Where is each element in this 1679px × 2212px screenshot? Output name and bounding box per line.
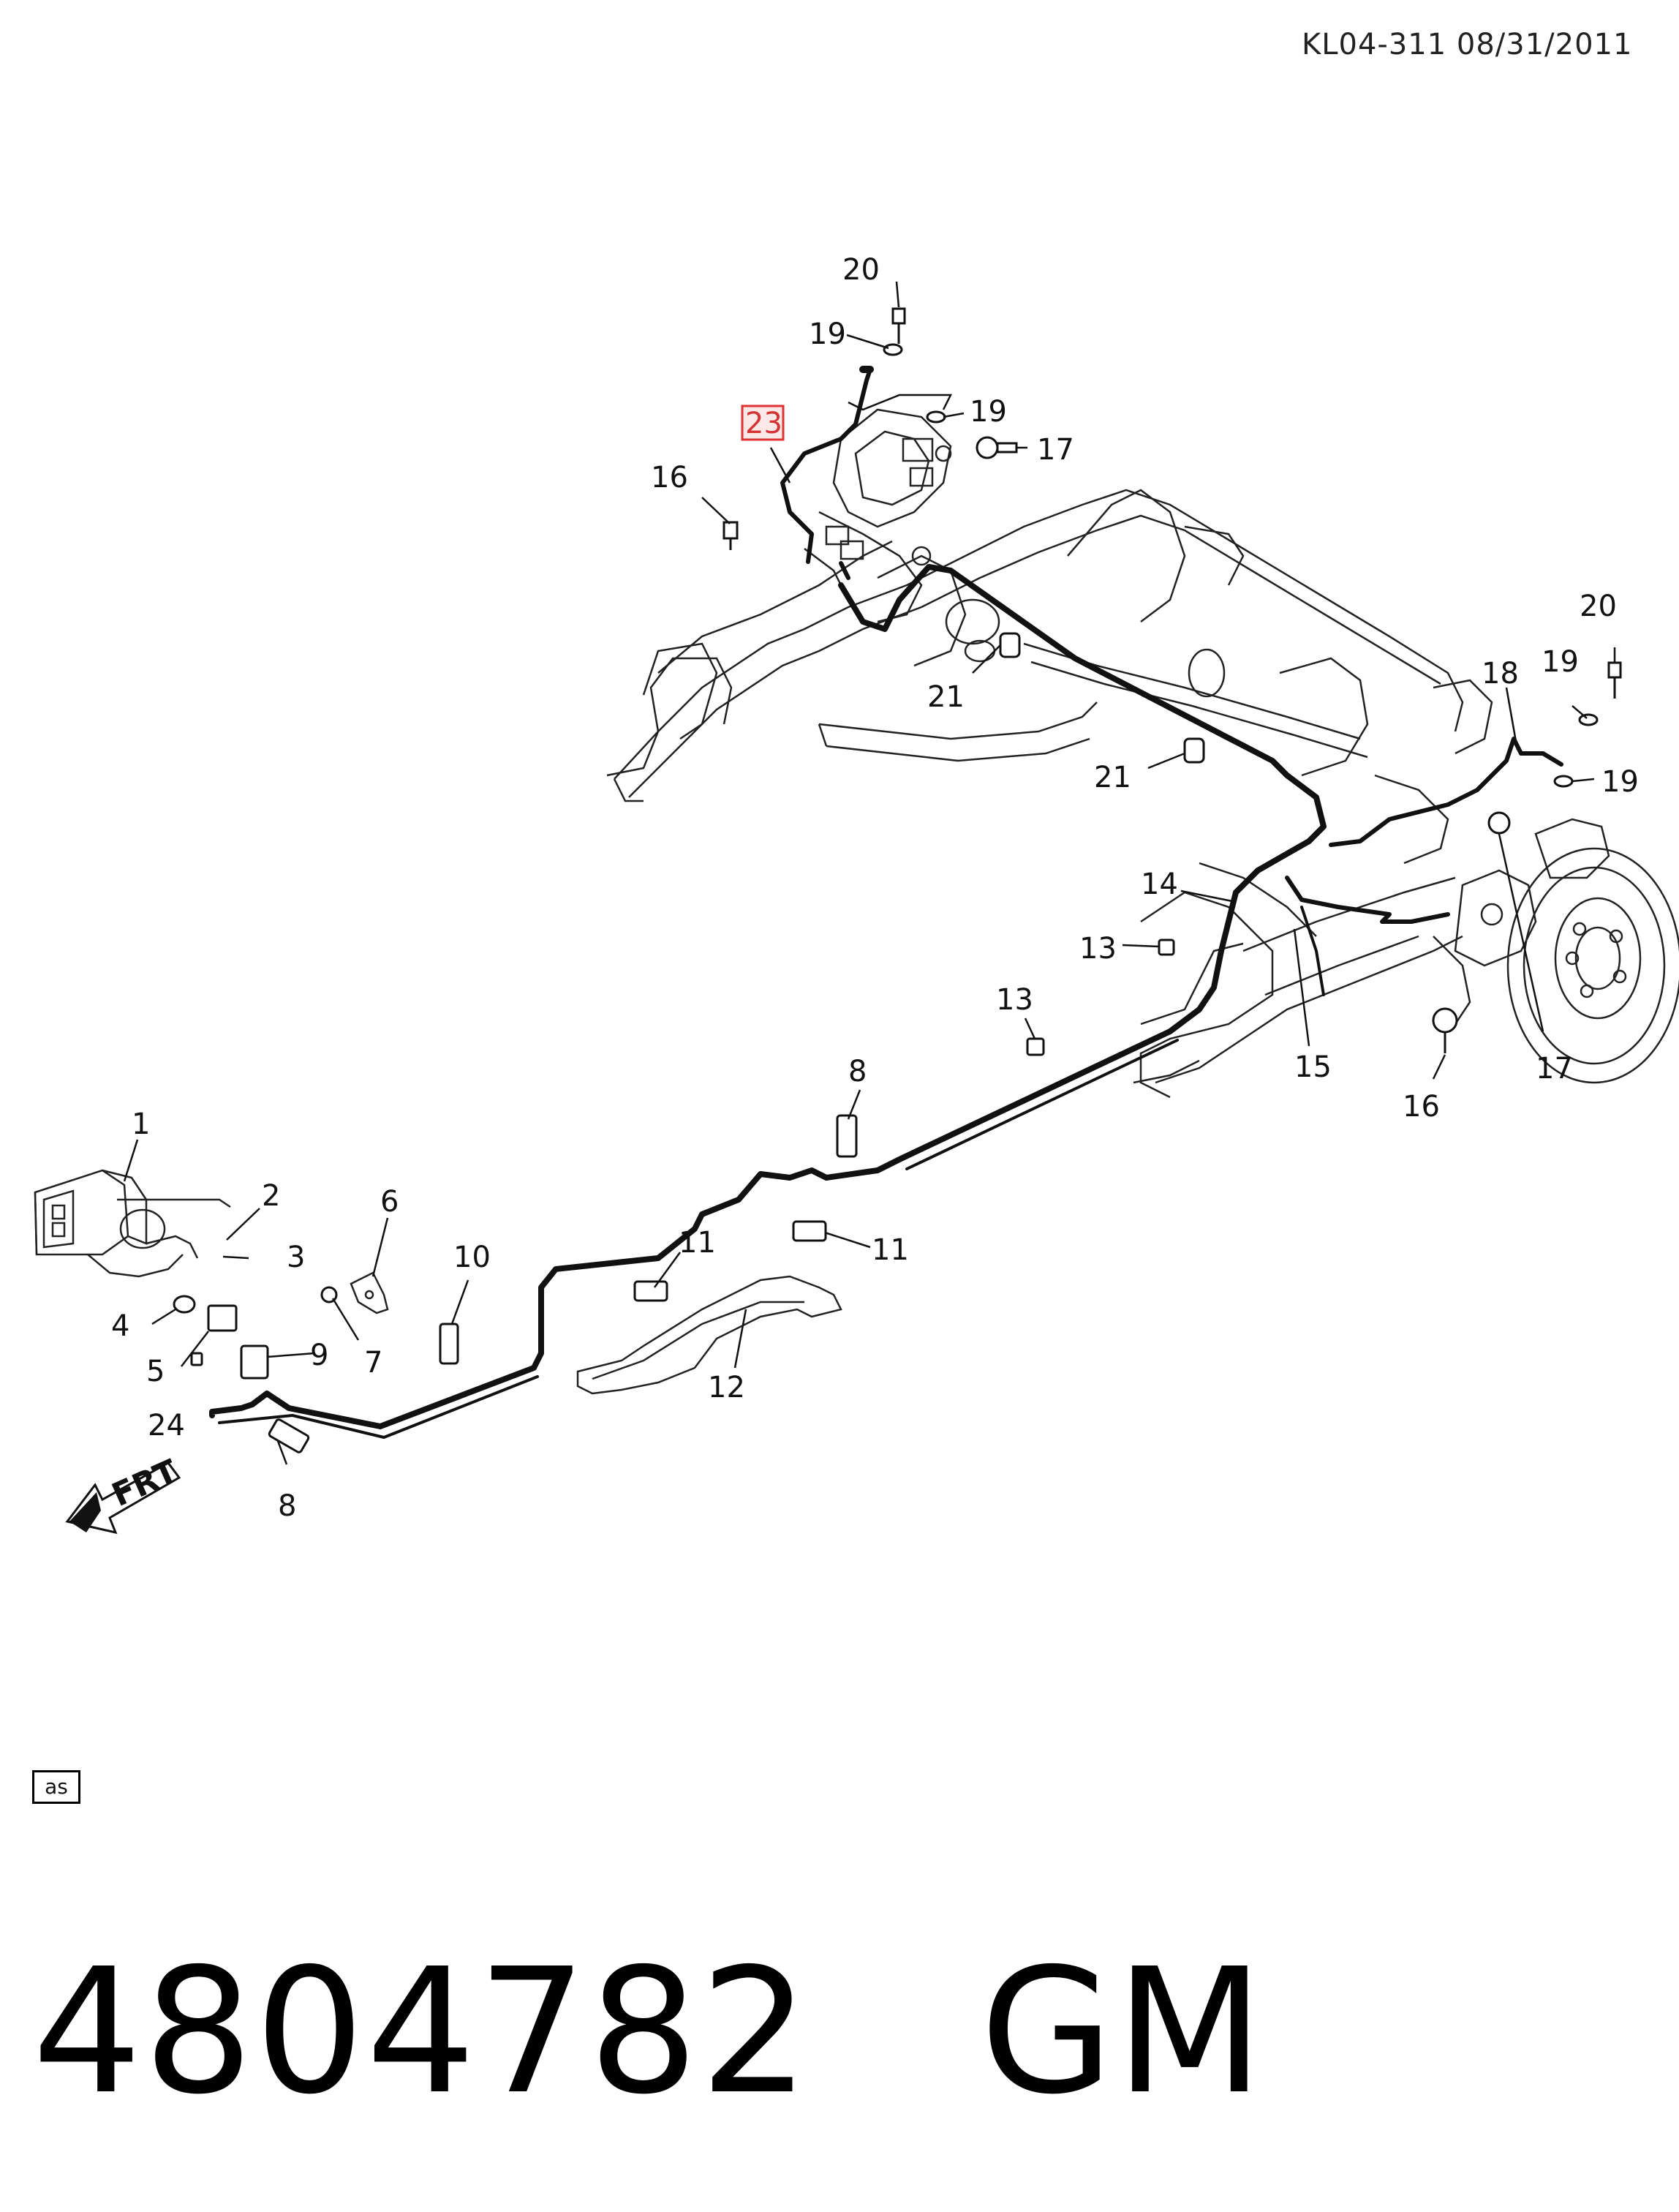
callout-19-right-upper: 19 (1542, 645, 1579, 679)
fitting-24 (190, 1352, 203, 1366)
callout-1: 1 (132, 1107, 150, 1141)
heat-shield-12 (576, 1275, 842, 1395)
callout-9: 9 (310, 1339, 328, 1372)
clip-11-right (792, 1220, 827, 1242)
part-number: 4804782 (32, 1931, 812, 2132)
callout-10: 10 (453, 1241, 491, 1274)
abs-module (34, 1169, 231, 1278)
bolt-17-left (976, 436, 1018, 459)
callout-24: 24 (148, 1409, 185, 1442)
callout-3: 3 (287, 1241, 305, 1274)
callout-13-upper: 13 (1079, 932, 1117, 966)
clip-8-upper (836, 1114, 858, 1158)
callout-18: 18 (1482, 657, 1519, 691)
as-marker-box: as (32, 1770, 80, 1804)
bolt-17-right (1487, 811, 1511, 835)
callout-21-upper: 21 (927, 680, 965, 714)
callout-7: 7 (364, 1346, 382, 1380)
leader-lines (123, 281, 1616, 1465)
callout-17-right: 17 (1536, 1052, 1573, 1086)
clip-21-upper (999, 632, 1021, 658)
callout-6: 6 (380, 1185, 399, 1219)
callout-8-upper: 8 (848, 1055, 867, 1088)
clips (190, 938, 1175, 1453)
callout-labels: 1 2 3 4 5 24 6 7 8 9 10 11 11 12 8 13 13… (111, 253, 1639, 1523)
callout-11-left: 11 (679, 1226, 716, 1260)
callout-19-left-lower: 19 (970, 395, 1007, 429)
washer-19 (883, 343, 903, 356)
callout-11-right: 11 (872, 1233, 909, 1267)
right-rear-rotor-assembly (1433, 818, 1679, 1084)
callout-17-left: 17 (1037, 433, 1074, 467)
document-reference: KL04-311 08/31/2011 (1302, 28, 1633, 61)
clip-21-lower (1183, 737, 1205, 764)
frt-label: FRT (107, 1453, 184, 1514)
callout-20-left: 20 (842, 253, 880, 287)
bolt-20-left (891, 307, 906, 344)
callout-19-left-upper: 19 (809, 317, 846, 351)
callout-4: 4 (111, 1309, 129, 1343)
clip-10 (439, 1323, 459, 1365)
callout-21-lower: 21 (1094, 761, 1131, 794)
callout-5: 5 (146, 1355, 165, 1388)
washer-19b (926, 410, 946, 424)
brake-pipe-run (209, 366, 1563, 1439)
block-5 (207, 1304, 238, 1332)
clip-11-left (633, 1280, 668, 1302)
callout-13-lower: 13 (996, 983, 1033, 1017)
bolt-20-right (1607, 661, 1622, 699)
bolt-16-right (1432, 1007, 1458, 1053)
front-direction-badge: FRT (65, 1453, 184, 1535)
callout-20-right: 20 (1580, 590, 1617, 623)
callout-15: 15 (1294, 1050, 1332, 1084)
callout-14: 14 (1141, 868, 1178, 901)
clip-13-lower (1026, 1037, 1045, 1056)
rear-subframe (613, 489, 1493, 1099)
callout-16-right: 16 (1403, 1090, 1440, 1124)
bracket-6 (350, 1271, 389, 1314)
washer-19d (1553, 775, 1574, 788)
clip-9 (240, 1344, 269, 1380)
bolt-16-left (722, 521, 739, 550)
part-number-footer: 4804782 GM (32, 1931, 1266, 2132)
callout-12: 12 (708, 1371, 745, 1404)
callout-23-highlight (741, 405, 785, 441)
brand-name: GM (980, 1931, 1266, 2132)
callout-23: 23 (745, 407, 782, 440)
clip-13-upper (1158, 938, 1175, 956)
callout-8-lower: 8 (278, 1489, 296, 1523)
washer-19c (1578, 713, 1599, 726)
nut-4 (173, 1295, 196, 1314)
left-rear-caliper-assembly (804, 408, 952, 623)
callout-16-left: 16 (651, 461, 688, 494)
callout-2: 2 (262, 1179, 280, 1213)
clip-8-lower (268, 1418, 310, 1453)
callout-19-right-lower: 19 (1601, 765, 1639, 799)
